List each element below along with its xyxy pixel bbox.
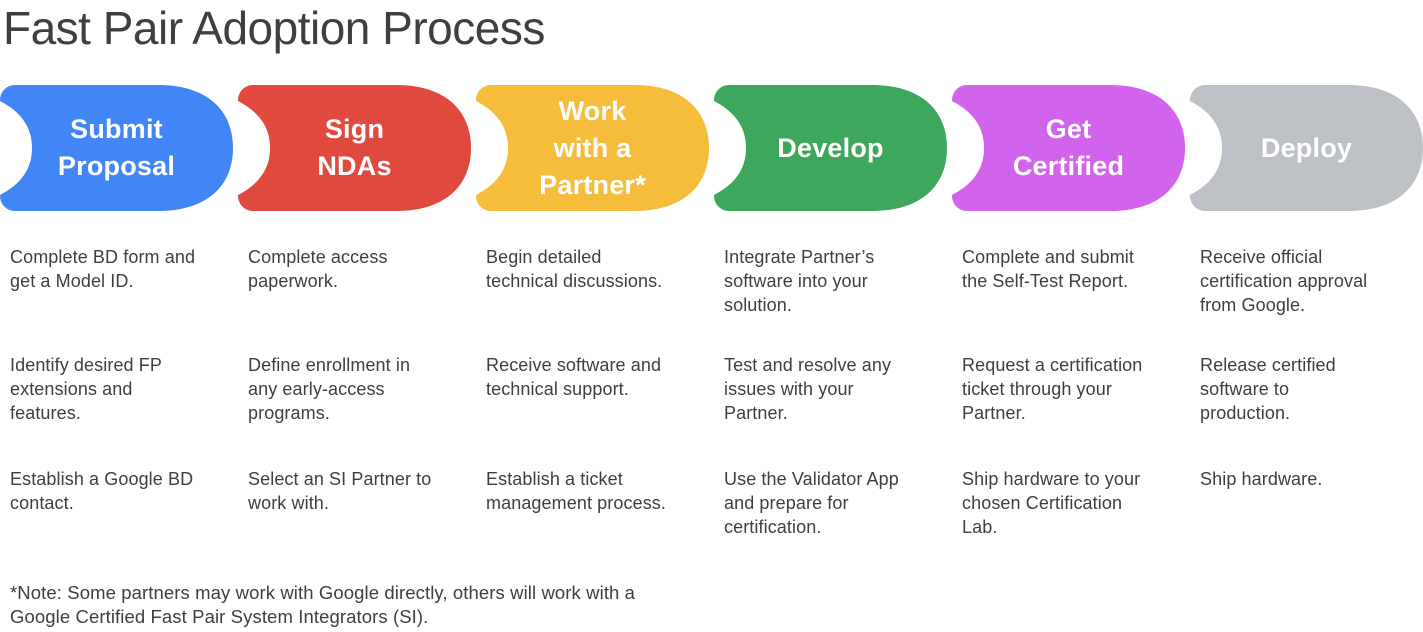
desc-column-sign-ndas: Complete access paperwork. Define enroll… <box>238 245 476 539</box>
desc-item: Define enrollment in any early-access pr… <box>248 355 411 423</box>
desc-item: Ship hardware. <box>1200 469 1323 489</box>
desc-item: Complete BD form and get a Model ID. <box>10 247 196 291</box>
page-title: Fast Pair Adoption Process <box>3 2 545 54</box>
desc-column-submit-proposal: Complete BD form and get a Model ID. Ide… <box>0 245 238 539</box>
desc-item: Release certified software to production… <box>1200 355 1336 423</box>
desc-item: Test and resolve any issues with your Pa… <box>724 355 892 423</box>
desc-item: Establish a Google BD contact. <box>10 469 194 513</box>
process-steps-row: Submit Proposal Sign NDAs Work with a Pa… <box>0 85 1423 211</box>
step-chevron-shape <box>714 85 947 211</box>
step-get-certified: Get Certified <box>952 85 1190 211</box>
desc-item: Request a certification ticket through y… <box>962 355 1143 423</box>
desc-item: Begin detailed technical discussions. <box>486 247 663 291</box>
desc-item: Receive official certification approval … <box>1200 247 1368 315</box>
step-descriptions-row: Complete BD form and get a Model ID. Ide… <box>0 245 1423 539</box>
desc-item: Receive software and technical support. <box>486 355 662 399</box>
desc-item: Complete access paperwork. <box>248 247 388 291</box>
step-label: Develop <box>777 132 884 163</box>
step-submit-proposal: Submit Proposal <box>0 85 238 211</box>
desc-item: Complete and submit the Self-Test Report… <box>962 247 1134 291</box>
footnote: *Note: Some partners may work with Googl… <box>10 582 636 627</box>
step-chevron-shape <box>1190 85 1423 211</box>
desc-column-deploy: Receive official certification approval … <box>1190 245 1423 539</box>
step-chevron-shape <box>0 85 233 211</box>
desc-column-develop: Integrate Partner’s software into your s… <box>714 245 952 539</box>
step-chevron-shape <box>238 85 471 211</box>
step-label: Submit Proposal <box>57 114 176 181</box>
step-chevron-shape <box>476 85 709 211</box>
desc-item: Use the Validator App and prepare for ce… <box>724 469 899 537</box>
desc-item: Select an SI Partner to work with. <box>248 469 432 513</box>
desc-column-get-certified: Complete and submit the Self-Test Report… <box>952 245 1190 539</box>
step-label: Work with a Partner* <box>539 95 646 200</box>
step-sign-ndas: Sign NDAs <box>238 85 476 211</box>
desc-item: Integrate Partner’s software into your s… <box>724 247 875 315</box>
step-label: Sign NDAs <box>317 114 392 181</box>
desc-column-work-with-partner: Begin detailed technical discussions. Re… <box>476 245 714 539</box>
desc-item: Identify desired FP extensions and featu… <box>10 355 162 423</box>
step-label: Deploy <box>1260 132 1353 163</box>
step-develop: Develop <box>714 85 952 211</box>
step-work-with-partner: Work with a Partner* <box>476 85 714 211</box>
step-deploy: Deploy <box>1190 85 1423 211</box>
step-chevron-shape <box>952 85 1185 211</box>
desc-item: Establish a ticket management process. <box>486 469 666 513</box>
step-label: Get Certified <box>1012 114 1125 181</box>
desc-item: Ship hardware to your chosen Certificati… <box>962 469 1141 537</box>
